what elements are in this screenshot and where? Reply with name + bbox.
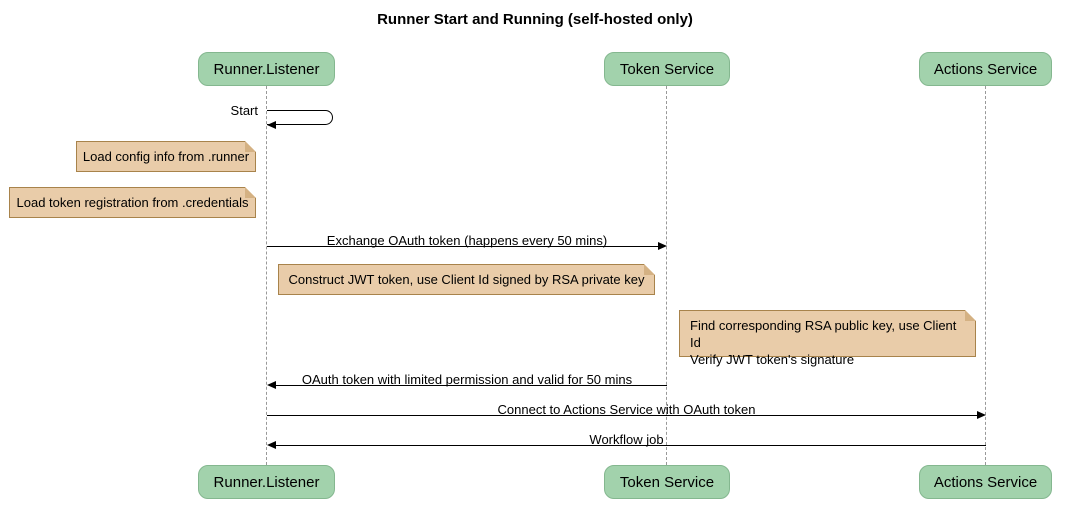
participant-actions-service-bottom: Actions Service	[919, 465, 1052, 499]
participant-label: Runner.Listener	[213, 473, 320, 491]
note-text: Construct JWT token, use Client Id signe…	[288, 272, 645, 287]
arrowhead-left-icon	[267, 121, 276, 129]
note-text: Load config info from .runner	[82, 149, 250, 164]
note-text-line-2: Verify JWT token's signature	[690, 352, 855, 367]
lifeline-runner-listener	[266, 86, 267, 465]
participant-label: Token Service	[619, 473, 715, 491]
diagram-title: Runner Start and Running (self-hosted on…	[377, 11, 693, 28]
arrowhead-left-icon	[267, 381, 276, 389]
message-oauth-token-line	[276, 385, 667, 386]
participant-runner-listener-bottom: Runner.Listener	[198, 465, 335, 499]
message-oauth-token-label: OAuth token with limited permission and …	[301, 372, 633, 387]
arrowhead-right-icon	[977, 411, 986, 419]
message-exchange-oauth-label: Exchange OAuth token (happens every 50 m…	[326, 233, 608, 248]
note-construct-jwt: Construct JWT token, use Client Id signe…	[278, 264, 655, 295]
message-connect-actions-label: Connect to Actions Service with OAuth to…	[497, 402, 756, 417]
participant-token-service-top: Token Service	[604, 52, 730, 86]
message-exchange-oauth-line	[267, 246, 659, 247]
note-verify-jwt: Find corresponding RSA public key, use C…	[679, 310, 976, 367]
lifeline-token-service	[666, 86, 667, 465]
note-text: Load token registration from .credential…	[16, 195, 249, 210]
participant-label: Token Service	[619, 60, 715, 78]
participant-label: Actions Service	[933, 473, 1038, 491]
self-message-loop-line	[267, 110, 333, 125]
participant-label: Runner.Listener	[213, 60, 320, 78]
note-load-config: Load config info from .runner	[76, 141, 256, 172]
note-load-token-registration: Load token registration from .credential…	[9, 187, 256, 218]
lifeline-actions-service	[985, 86, 986, 465]
arrowhead-left-icon	[267, 441, 276, 449]
participant-actions-service-top: Actions Service	[919, 52, 1052, 86]
note-text-line-1: Find corresponding RSA public key, use C…	[690, 318, 957, 350]
participant-label: Actions Service	[933, 60, 1038, 78]
message-connect-actions-line	[267, 415, 978, 416]
participant-runner-listener-top: Runner.Listener	[198, 52, 335, 86]
self-message-start-label: Start	[230, 103, 258, 118]
participant-token-service-bottom: Token Service	[604, 465, 730, 499]
message-workflow-job-line	[276, 445, 986, 446]
message-workflow-job-label: Workflow job	[589, 432, 664, 447]
arrowhead-right-icon	[658, 242, 667, 250]
